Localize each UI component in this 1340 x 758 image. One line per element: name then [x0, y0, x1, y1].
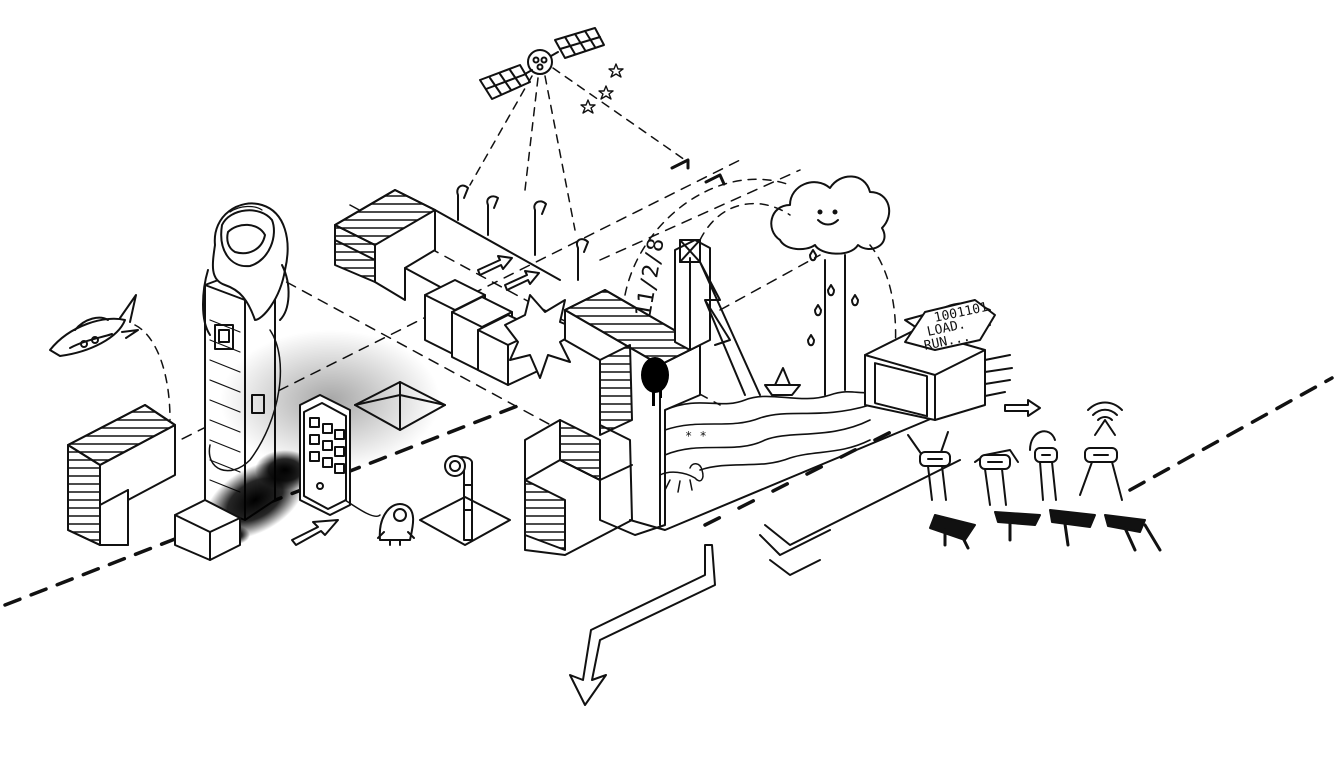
paper-boat-icon	[764, 367, 801, 396]
road	[629, 414, 961, 576]
scorpion-icon: * *	[659, 429, 707, 493]
astronaut-icon	[202, 202, 290, 336]
box-row	[424, 279, 541, 386]
explosion-icon	[504, 294, 581, 379]
periscope-pipes	[456, 184, 589, 281]
monster-icon	[377, 503, 415, 546]
small-cube	[174, 499, 241, 561]
robot-icon	[1079, 419, 1162, 552]
satellite-icon	[479, 27, 605, 100]
arrow-icon	[477, 255, 540, 291]
pipe-icon	[419, 455, 511, 546]
tablet-icon	[299, 394, 381, 517]
left-l-block	[67, 404, 176, 546]
arrow-icon	[291, 519, 339, 546]
ink-splatter-icon	[641, 357, 669, 406]
star-icon	[580, 63, 624, 114]
pyramid-hole	[354, 381, 446, 431]
spaceship-icon	[49, 294, 171, 421]
robot-icon	[907, 431, 976, 550]
rain-icon	[807, 249, 859, 396]
robot-icon	[1029, 430, 1096, 547]
svg-text:* *: * *	[685, 429, 707, 443]
date-text: 11/2/8	[631, 236, 669, 319]
robot-icon	[974, 449, 1041, 542]
satellite-signal-lines	[469, 67, 686, 231]
wifi-icon	[1087, 401, 1123, 421]
arrow-icon	[1004, 399, 1041, 417]
arrow-icon	[569, 544, 716, 706]
cloud-arcs	[624, 178, 897, 351]
cloud-icon	[770, 175, 891, 255]
river	[664, 390, 871, 471]
printer-paper: 1001101 LOAD. RUN...	[904, 299, 996, 354]
mine-tower-icon	[674, 239, 761, 396]
